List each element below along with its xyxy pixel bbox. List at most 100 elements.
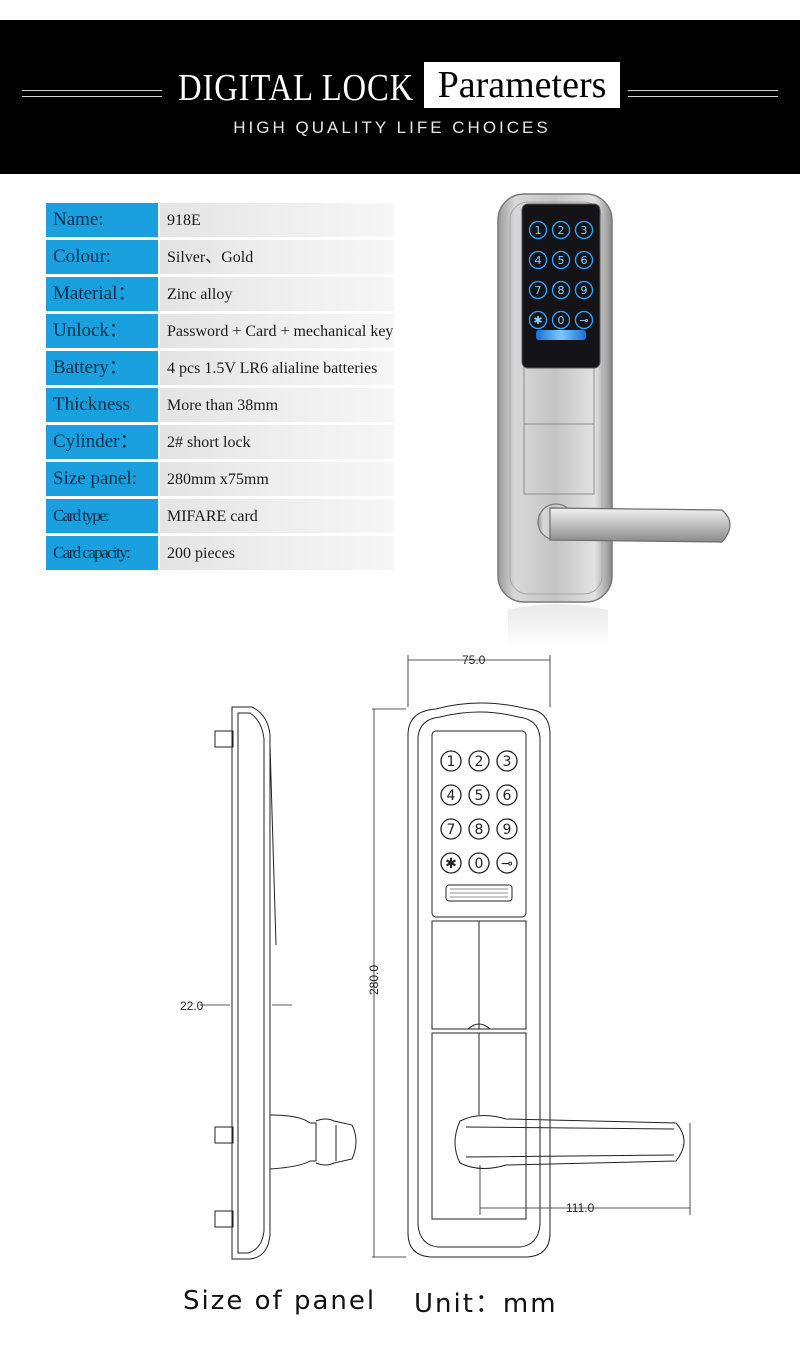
photo-key: 8: [558, 284, 565, 297]
dim-handle: 111.0: [566, 1201, 595, 1215]
spec-label: Size panel:: [46, 462, 158, 496]
side-view: [214, 706, 357, 1260]
drawing-key: 2: [475, 754, 484, 770]
decorative-rule: [22, 90, 162, 91]
spec-row-battery: Battery： 4 pcs 1.5V LR6 alialine batteri…: [46, 350, 394, 387]
header-title-right: Parameters: [424, 62, 620, 108]
drawing-key: 6: [503, 788, 512, 804]
spec-value: 4 pcs 1.5V LR6 alialine batteries: [160, 351, 394, 385]
caption-unit: Unit：mm: [414, 1289, 558, 1319]
drawing-key-ring: [440, 784, 462, 806]
decorative-rule: [22, 96, 162, 97]
spec-table: Name: 918E Colour: Silver、Gold Material：…: [46, 202, 394, 572]
drawing-key: 7: [447, 822, 456, 838]
spec-row-material: Material： Zinc alloy: [46, 276, 394, 313]
dim-thickness: 22.0: [180, 999, 204, 1013]
drawing-key-ring: [496, 784, 518, 806]
decorative-rule: [628, 96, 778, 97]
spec-label: Battery：: [46, 351, 158, 385]
drawing-key: ⊸: [501, 856, 513, 872]
spec-row-card-type: Card type: MIFARE card: [46, 498, 394, 535]
reflection: [508, 604, 608, 648]
spec-row-card-capacity: Card capacity: 200 pieces: [46, 535, 394, 572]
photo-key: 4: [535, 254, 542, 267]
spec-value: 200 pieces: [160, 536, 394, 570]
spec-value: 918E: [160, 203, 394, 237]
spec-label: Colour:: [46, 240, 158, 274]
card-reader-glow: [536, 330, 586, 340]
drawing-key-ring: [496, 818, 518, 840]
photo-key: 0: [558, 314, 565, 327]
photo-key-ring: [574, 310, 594, 330]
photo-key-ring: [551, 250, 571, 270]
photo-key: 2: [558, 224, 565, 237]
spec-label: Cylinder：: [46, 425, 158, 459]
caption-size-of-panel: Size of panel: [183, 1286, 377, 1316]
spec-value: MIFARE card: [160, 499, 394, 533]
photo-key: 5: [558, 254, 565, 267]
spec-value: More than 38mm: [160, 388, 394, 422]
drawing-key: 0: [475, 856, 484, 872]
drawing-key-ring: [468, 750, 490, 772]
drawing-key: 9: [503, 822, 512, 838]
photo-key-ring: [528, 280, 548, 300]
spec-label: Card capacity:: [46, 536, 158, 570]
photo-key-ring: [574, 280, 594, 300]
decorative-rule: [628, 90, 778, 91]
photo-key: 1: [535, 224, 542, 237]
photo-key: ✱: [533, 314, 542, 327]
spec-value: 2# short lock: [160, 425, 394, 459]
spec-row-name: Name: 918E: [46, 202, 394, 239]
drawing-key: 8: [475, 822, 484, 838]
drawing-key-ring: [468, 784, 490, 806]
drawing-key-ring: [496, 852, 518, 874]
spec-label: Card type:: [46, 499, 158, 533]
spec-label: Material：: [46, 277, 158, 311]
photo-key-ring: [551, 280, 571, 300]
drawing-key-ring: [468, 852, 490, 874]
dimension-drawing: 1 2 3 4 5 6 7 8 9 ✱ 0 ⊸ 75.0 280.0 22.0 111.0: [180, 653, 691, 1260]
drawing-key-ring: [440, 852, 462, 874]
spec-row-thickness: Thickness More than 38mm: [46, 387, 394, 424]
handle-icon: [537, 503, 731, 543]
spec-label: Unlock：: [46, 314, 158, 348]
drawing-key-ring: [468, 818, 490, 840]
spec-row-colour: Colour: Silver、Gold: [46, 239, 394, 276]
spec-row-size-panel: Size panel: 280mm x75mm: [46, 461, 394, 498]
spec-row-cylinder: Cylinder： 2# short lock: [46, 424, 394, 461]
drawing-key: 3: [503, 754, 512, 770]
photo-key-ring: [574, 250, 594, 270]
spec-row-unlock: Unlock： Password + Card + mechanical key: [46, 313, 394, 350]
header-title-left: DIGITAL LOCK: [178, 67, 415, 109]
photo-key: 7: [535, 284, 542, 297]
photo-key: 3: [581, 224, 588, 237]
drawing-key-ring: [440, 818, 462, 840]
photo-key: ⊸: [579, 314, 588, 327]
drawing-key: 4: [447, 788, 456, 804]
spec-value: 280mm x75mm: [160, 462, 394, 496]
drawing-key: 5: [475, 788, 484, 804]
front-keypad-keys: 1 2 3 4 5 6 7 8 9 ✱ 0 ⊸: [440, 750, 518, 874]
photo-key-ring: [528, 250, 548, 270]
drawing-key: 1: [447, 754, 456, 770]
photo-key-ring: [528, 220, 548, 240]
drawing-key: ✱: [445, 856, 457, 872]
photo-key-ring: [551, 220, 571, 240]
photo-key-ring: [528, 310, 548, 330]
header-subtitle: HIGH QUALITY LIFE CHOICES: [233, 118, 551, 137]
drawing-key-ring: [440, 750, 462, 772]
spec-value: Zinc alloy: [160, 277, 394, 311]
dim-width: 75.0: [462, 653, 486, 667]
spec-label: Thickness: [46, 388, 158, 422]
photo-key: 6: [581, 254, 588, 267]
keypad-screen: [521, 203, 601, 369]
drawing-key-ring: [496, 750, 518, 772]
header-banner: DIGITAL LOCK Parameters HIGH QUALITY LIF…: [0, 20, 800, 174]
photo-key-ring: [574, 220, 594, 240]
spec-value: Password + Card + mechanical key: [160, 314, 394, 348]
dim-height: 280.0: [367, 965, 381, 995]
photo-key-ring: [551, 310, 571, 330]
spec-label: Name:: [46, 203, 158, 237]
